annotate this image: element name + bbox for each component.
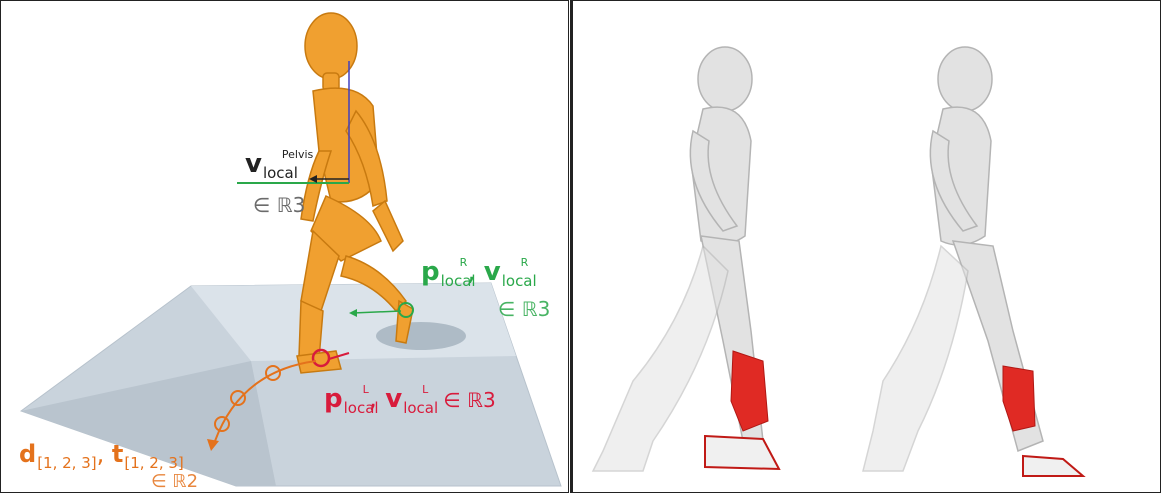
right-foot-label: plocalR, vlocalR <box>421 259 528 289</box>
human-model-right <box>863 47 1083 476</box>
mannequin-scene <box>1 1 569 493</box>
left-foot-label: plocalL, vlocalL ∈ ℝ3 <box>324 386 496 416</box>
right-figure-shin-highlight <box>1003 366 1035 431</box>
right-figure-foot-highlight <box>1023 456 1083 476</box>
shadow <box>376 322 466 350</box>
pelvis-velocity-label: vlocalPelvis <box>245 151 313 181</box>
pelvis-set-label: ∈ ℝ3 <box>253 195 305 215</box>
right-foot-set-label: ∈ ℝ3 <box>498 299 550 319</box>
mannequin-diagram-panel: vlocalPelvis ∈ ℝ3 plocalR, vlocalR ∈ ℝ3 … <box>0 0 569 493</box>
human-models-scene <box>573 1 1161 493</box>
left-figure-foot-highlight <box>705 436 779 469</box>
left-figure-shin-highlight <box>731 351 768 431</box>
trajectory-label: d[1, 2, 3], t[1, 2, 3] <box>19 442 184 471</box>
human-model-left <box>593 47 779 471</box>
trajectory-set-label: ∈ ℝ2 <box>151 473 198 491</box>
human-models-panel <box>570 0 1161 493</box>
